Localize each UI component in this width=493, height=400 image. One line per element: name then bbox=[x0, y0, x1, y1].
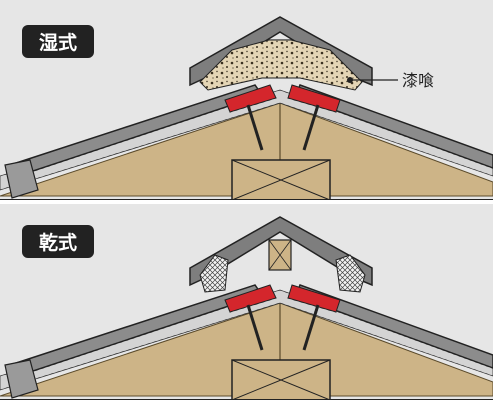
wet-label: 湿式 bbox=[39, 31, 77, 54]
dry-panel: 乾式 bbox=[0, 198, 493, 400]
mesh-seal-left bbox=[199, 254, 229, 293]
panel-divider bbox=[0, 200, 493, 204]
mortar-fill bbox=[199, 39, 363, 91]
callout-text: 漆喰 bbox=[402, 71, 434, 90]
mesh-seal-right bbox=[335, 254, 366, 293]
dry-badge bbox=[22, 225, 94, 258]
dry-label: 乾式 bbox=[39, 231, 77, 254]
wet-panel: 湿式 漆喰 bbox=[0, 0, 493, 202]
wet-badge bbox=[22, 25, 94, 58]
callout-dot bbox=[347, 77, 353, 83]
